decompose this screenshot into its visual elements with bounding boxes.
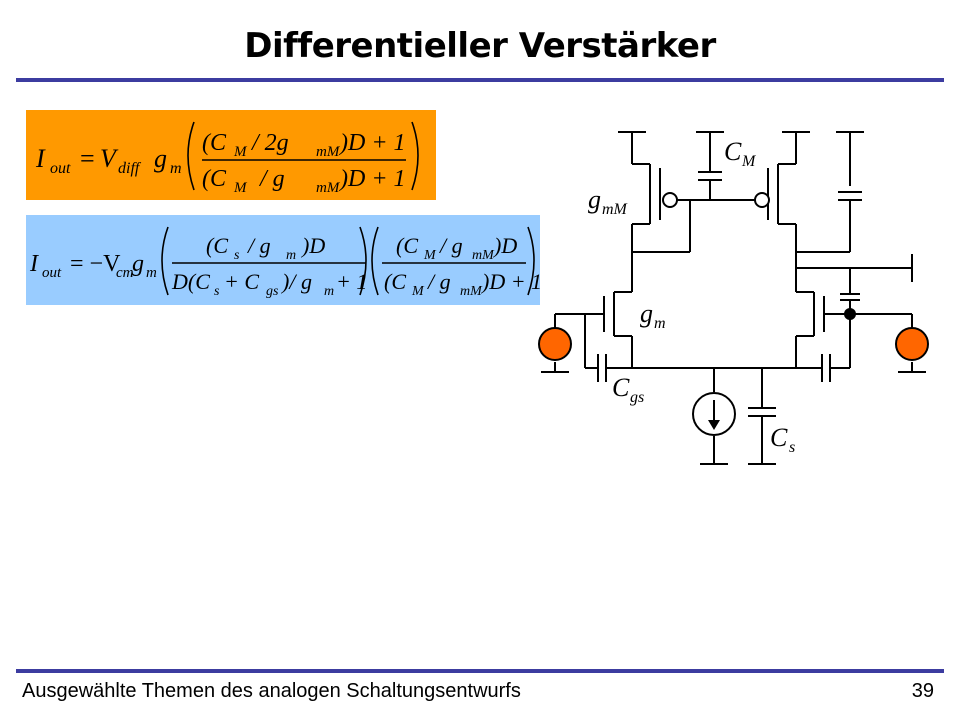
page-number: 39 [911,680,934,702]
eq2-I-sub: out [42,265,62,281]
label-gm-sub: m [654,315,666,332]
eq1-num-mid: / 2g [250,130,289,156]
eq1-den-mid: / g [258,166,285,192]
eq1-den-gsub: mM [316,180,341,196]
equation-differential-gain: I out = V diff g m (C M / 2g mM )D + 1 (… [35,121,419,196]
eq1-num-gsub: mM [316,144,341,160]
eq2-f1-den-c: )/ g [280,269,312,294]
eq2-f2-num-sub: M [423,248,437,263]
eq2-f1-den-a: D(C [171,269,210,294]
eq1-den-sub: M [233,180,248,196]
eq2-f2-den: (C [384,269,406,294]
label-cs: C [770,423,788,452]
label-cgs-sub: gs [630,389,644,406]
label-cgs: C [612,373,630,402]
label-gmm: g [588,185,601,214]
eq2-f1-den-sub2: gs [266,284,279,299]
eq2-f1-num-sub: s [234,248,240,263]
label-gmm-sub: mM [602,201,629,218]
eq2-V-sub: cm [116,265,134,281]
eq2-g: g [132,251,144,277]
eq2-f1-num-mid: / g [246,233,271,258]
eq2-g-sub: m [146,265,157,281]
eq1-equals: = [80,144,95,173]
title-divider [16,78,944,82]
voltage-source-right-icon [895,327,929,361]
eq2-f2-den-sub: M [411,284,425,299]
junction-dot-icon [844,308,856,320]
eq2-f2-den-mid: / g [426,269,451,294]
eq2-right-paren-2 [527,226,535,296]
eq2-equals: = −V [70,251,121,277]
eq1-left-paren [187,121,195,191]
circuit-wires [541,131,926,465]
footer-course-title: Ausgewählte Themen des analogen Schaltun… [22,680,521,702]
eq1-right-paren [411,121,419,191]
eq2-left-paren-1 [161,226,169,296]
eq2-f1-den-b: + C [224,269,259,294]
eq2-f1-num: (C [206,233,228,258]
eq2-f1-num-close: )D [300,233,325,258]
pmos-gate-bubble-left-icon [662,192,678,208]
eq1-g-sub: m [170,160,182,177]
eq1-V-sub: diff [118,160,142,177]
current-source-arrowhead-icon [708,420,720,430]
eq2-I: I [29,251,39,277]
eq1-den-close: )D + 1 [338,166,406,192]
eq2-f1-den-sub3: m [324,284,334,299]
eq1-num-close: )D + 1 [338,130,406,156]
label-cm: C [724,137,742,166]
footer-divider [16,669,944,673]
eq2-f2-num-close: )D [492,233,517,258]
voltage-source-left-icon [538,327,572,361]
eq1-num-sub: M [233,144,248,160]
eq2-f1-num-gsub: m [286,248,296,263]
equation-box-differential: I out = V diff g m (C M / 2g mM )D + 1 (… [26,110,436,200]
eq2-f2-num-gsub: mM [472,248,495,263]
eq2-right-paren-1 [359,226,367,296]
eq2-left-paren-2 [371,226,379,296]
eq2-f1-den-sub1: s [214,284,220,299]
label-cm-sub: M [741,153,757,170]
eq1-den-open: (C [202,166,227,192]
equation-common-mode-gain: I out = −V cm g m (C s / g m )D D(C s + … [29,226,540,299]
eq2-f2-num: (C [396,233,418,258]
eq2-f2-den-gsub: mM [460,284,483,299]
eq1-V: V [100,144,119,173]
eq1-num-open: (C [202,130,227,156]
slide-title: Differentieller Verstärker [244,26,716,66]
label-gm: g [640,299,653,328]
eq1-I-sub: out [50,160,71,177]
eq2-f2-num-mid: / g [438,233,463,258]
pmos-gate-bubble-right-icon [754,192,770,208]
label-cs-sub: s [789,439,795,456]
equation-box-common-mode: I out = −V cm g m (C s / g m )D D(C s + … [26,215,540,305]
eq1-I: I [35,144,46,173]
eq1-g: g [154,144,167,173]
